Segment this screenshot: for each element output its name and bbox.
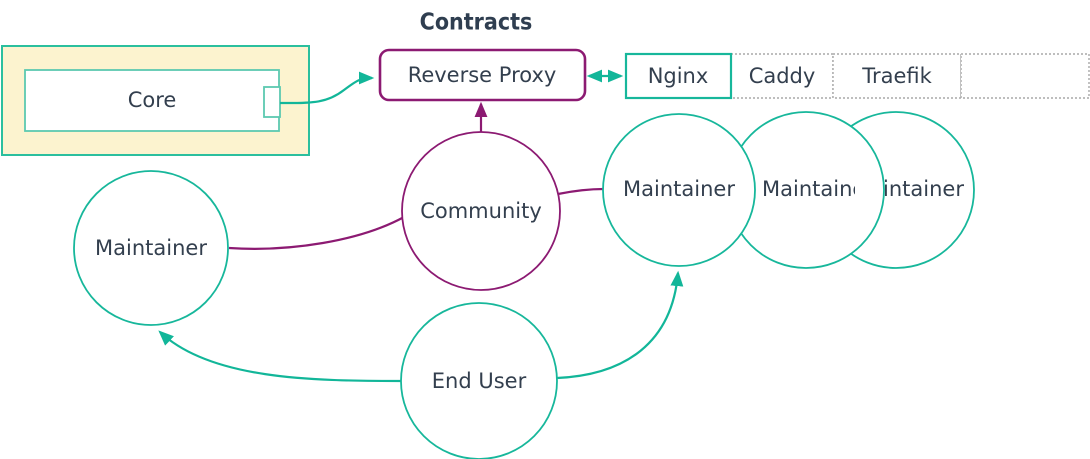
reverse-proxy-box[interactable]: Reverse Proxy (378, 48, 587, 102)
circle-maintainer-1-shape (602, 113, 756, 267)
edge-community-to-maintainer-left (228, 216, 405, 250)
core-inner-rect (24, 69, 280, 132)
reverse-proxy-rect (378, 48, 587, 102)
circle-maintainer-left[interactable]: Maintainer (73, 170, 229, 326)
edge-community-to-maintainer-right (557, 187, 605, 196)
core-port-rect[interactable] (263, 86, 281, 118)
circle-maintainer-2-label: Maintainer (762, 177, 874, 201)
circle-community-shape (401, 131, 561, 291)
circle-maintainer-1[interactable]: Maintainer (602, 113, 756, 267)
table-cell-traefik-label: Traefik (861, 64, 932, 88)
edge-enduser-to-maintainer-right (556, 270, 684, 380)
edge-core-to-reverse-proxy (279, 71, 375, 105)
table-cell-nginx-label: Nginx (648, 64, 709, 88)
table-cell-caddy-label: Caddy (749, 64, 816, 88)
contracts-title: Contracts (420, 10, 533, 36)
circle-end-user-shape (400, 302, 558, 459)
table-cell-nginx-rect[interactable] (624, 52, 733, 100)
edge-enduser-to-maintainer-left (158, 330, 402, 383)
core-label: Core (128, 88, 177, 112)
circle-end-user-label: End User (432, 369, 527, 393)
reverse-proxy-label: Reverse Proxy (408, 63, 557, 87)
circle-maintainer-1-label: Maintainer (623, 177, 735, 201)
core-container[interactable]: Core (1, 45, 310, 156)
circle-end-user[interactable]: End User (400, 302, 558, 459)
contracts-table: Nginx Caddy Traefik (624, 52, 1090, 100)
circle-community-label: Community (420, 199, 542, 223)
table-cell-empty-rect[interactable] (960, 53, 1090, 99)
circle-maintainer-left-shape (73, 170, 229, 326)
circle-community[interactable]: Community (401, 131, 561, 291)
circle-maintainer-left-label: Maintainer (95, 236, 207, 260)
table-cell-traefik-rect[interactable] (832, 53, 962, 99)
